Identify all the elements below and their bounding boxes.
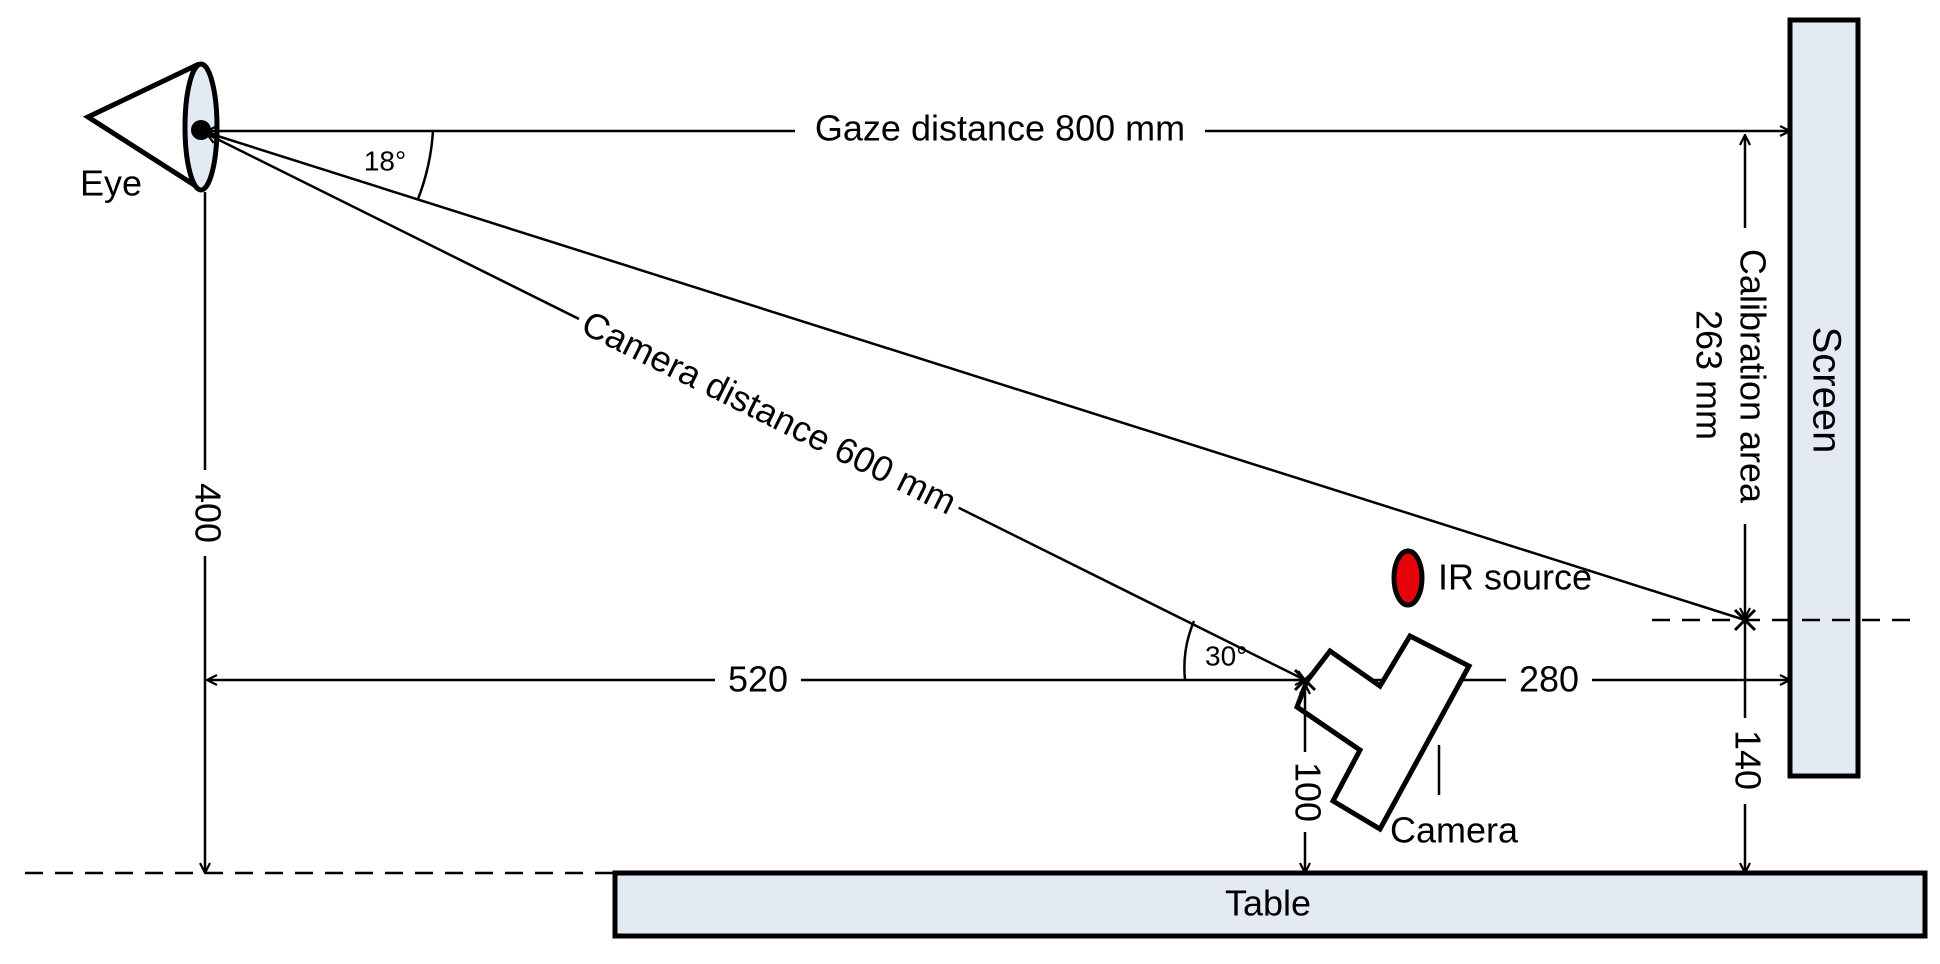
calibration-area-label-line2: 263 mm	[1688, 310, 1729, 440]
eye-label: Eye	[80, 163, 142, 204]
calibration-height-label: 140	[1727, 730, 1768, 790]
camera-label: Camera	[1390, 810, 1519, 851]
calibration-area-label-bg	[1700, 228, 1768, 524]
camera-icon	[1293, 632, 1473, 833]
screen-label: Screen	[1804, 327, 1848, 454]
gaze-line	[204, 130, 1746, 622]
calibration-height-label-bg	[1727, 718, 1763, 804]
angle-gaze-label: 18°	[364, 145, 406, 176]
screen-panel	[1787, 17, 1861, 779]
camera-to-screen-label: 280	[1519, 659, 1579, 700]
eye-height-label: 400	[187, 483, 228, 543]
gaze-distance-label: Gaze distance 800 mm	[815, 108, 1185, 149]
angle-arc-camera	[1183, 620, 1196, 681]
table-label: Table	[1225, 883, 1311, 924]
eye-to-camera-label: 520	[728, 659, 788, 700]
camera-height-label-bg	[1287, 752, 1323, 832]
ir-source-icon	[1391, 548, 1425, 608]
ir-source-label: IR source	[1438, 557, 1592, 598]
camera-point-marker	[1293, 668, 1317, 692]
camera-height-label: 100	[1287, 762, 1328, 822]
eye-height-label-bg	[187, 470, 223, 556]
eye-to-camera-label-bg	[715, 660, 801, 700]
camera-distance-label: Camera distance 600 mm	[576, 302, 963, 522]
angle-camera-label: 30°	[1205, 640, 1247, 671]
angle-arc-gaze	[416, 130, 435, 200]
calibration-area-label-line1: Calibration area	[1732, 249, 1773, 504]
table-panel	[612, 870, 1928, 939]
calibration-point-marker	[1733, 608, 1757, 632]
camera-to-screen-label-bg	[1506, 660, 1592, 700]
camera-distance-label-bg	[568, 301, 968, 529]
